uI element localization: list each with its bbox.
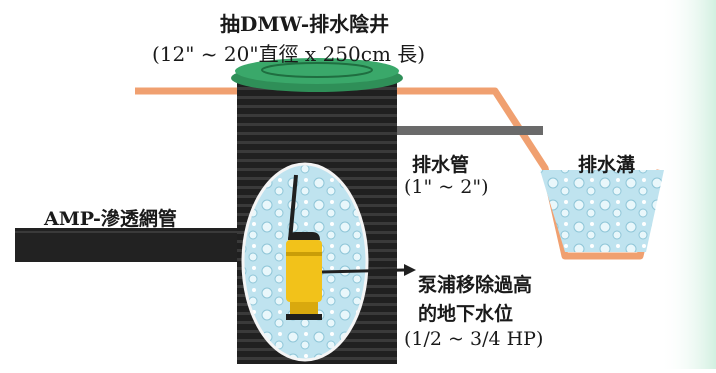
pump-label-line-3: (1/2 ~ 3/4 HP) — [404, 328, 544, 350]
pump-cable — [288, 174, 298, 241]
title-line-1: 抽DMW-排水陰井 — [220, 12, 390, 36]
ditch-water — [540, 170, 664, 252]
pump-label-line-1: 泵浦移除過高 — [418, 274, 533, 296]
submersible-pump — [286, 232, 322, 320]
outlet-pipe — [395, 126, 543, 135]
outlet-pipe-label: 排水管 — [412, 154, 470, 176]
pump-label-line-2: 的地下水位 — [418, 303, 514, 325]
outlet-pipe-size: (1" ~ 2") — [404, 176, 489, 198]
perforated-pipe-label: AMP-滲透網管 — [44, 208, 177, 230]
ditch-label: 排水溝 — [578, 154, 636, 176]
pump-arrow — [321, 268, 405, 274]
title-line-2: (12" ~ 20"直徑 x 250cm 長) — [152, 42, 426, 66]
amp-perforated-pipe — [15, 228, 243, 262]
pump-arrow-head — [404, 264, 416, 276]
side-glow — [660, 0, 716, 369]
